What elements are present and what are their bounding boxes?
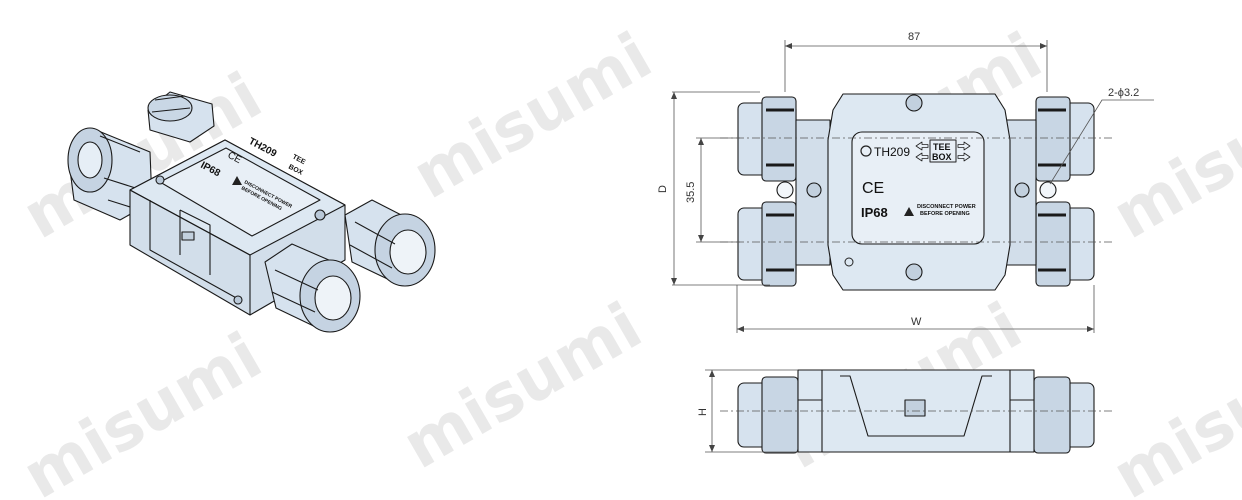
dimension-labels: 87 2-ϕ3.2 D 35.5 W H xyxy=(657,31,1139,416)
watermark-text: misumi xyxy=(401,19,664,214)
top-warning-text-2: BEFORE OPENING xyxy=(920,211,970,217)
warning-triangle-icon xyxy=(904,207,914,216)
hole-leader xyxy=(1049,99,1154,185)
cable-gland-front xyxy=(264,243,361,333)
top-teebox-text-1: TEE xyxy=(933,142,951,152)
cable-gland-right xyxy=(344,199,436,287)
top-model-text: TH209 xyxy=(874,145,910,159)
top-gland-lower-left xyxy=(737,201,797,287)
top-ce-text: CE xyxy=(862,180,884,197)
top-label-plate xyxy=(851,131,985,245)
logo-mark-icon xyxy=(860,145,872,157)
side-gland-right-nut xyxy=(1033,376,1071,454)
dim-H-label: H xyxy=(697,408,709,416)
side-box-recess xyxy=(840,375,992,437)
dimension-lines xyxy=(671,40,1154,453)
watermark-text: misumi xyxy=(391,289,654,484)
cable-gland-back-left xyxy=(147,91,215,143)
centerline-upper xyxy=(720,137,1112,243)
dim-hole-label: 2-ϕ3.2 xyxy=(1108,87,1139,99)
arrow-left-icon xyxy=(915,141,929,151)
mount-hole-left xyxy=(776,181,794,199)
screw-left xyxy=(806,182,822,198)
screw-top xyxy=(905,94,923,112)
arrow-right-icon xyxy=(957,152,971,162)
top-plate-text: TH209 TEE BOX CE IP68 DISCONNECT POWER B… xyxy=(844,139,976,267)
isometric-view: TH209 TEE BOX CE IP68 DISCONNECT POWER B… xyxy=(67,91,436,333)
top-teebox-text-2: BOX xyxy=(932,152,952,162)
teebox-frame xyxy=(929,139,957,163)
dim-87-label: 87 xyxy=(908,31,920,43)
top-warning-text-1: DISCONNECT POWER xyxy=(917,204,976,210)
dim-D-label: D xyxy=(657,185,669,193)
screw-right xyxy=(1014,182,1030,198)
arrow-right-icon xyxy=(957,141,971,151)
top-gland-upper-right xyxy=(1035,96,1095,182)
screw-bottom xyxy=(905,263,923,281)
side-clip xyxy=(904,399,926,417)
arrow-left-icon xyxy=(915,152,929,162)
dim-W-label: W xyxy=(911,316,922,328)
top-view: TH209 TEE BOX CE IP68 DISCONNECT POWER B… xyxy=(737,93,1095,291)
dim-35-label: 35.5 xyxy=(685,182,697,203)
mount-hole-right xyxy=(1039,181,1057,199)
top-gland-upper-left xyxy=(737,96,797,182)
side-gland-left-nut xyxy=(761,376,799,454)
top-rating-text: IP68 xyxy=(861,205,888,220)
bottom-logo-icon xyxy=(844,257,854,267)
iso-warning-icon xyxy=(232,176,242,185)
top-gland-lower-right xyxy=(1035,201,1095,287)
side-view xyxy=(737,369,1095,454)
watermark-text: misumi xyxy=(1101,319,1242,500)
watermark-text: misumi xyxy=(11,319,274,500)
